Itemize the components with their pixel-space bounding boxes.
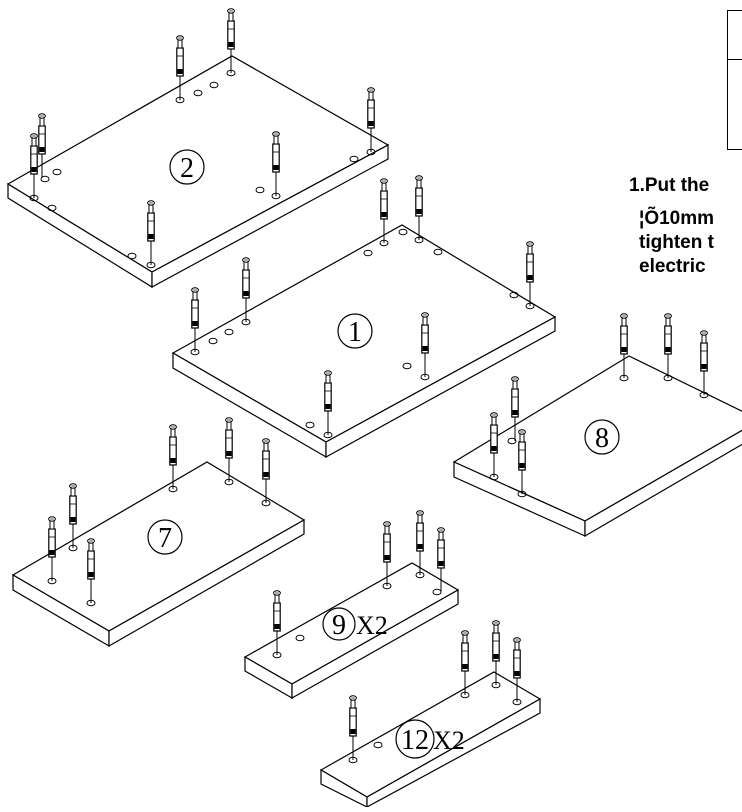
- panel-2-label-circle: [169, 149, 205, 185]
- panel-7-label-circle: [147, 519, 183, 555]
- instruction-line-1: 1.Put the: [629, 175, 710, 196]
- table-divider: [728, 59, 742, 60]
- panel-7: 7: [11, 417, 306, 648]
- panel-1-label: 1: [348, 317, 362, 348]
- instruction-line-4: electric: [639, 256, 706, 277]
- panel-7-label: 7: [158, 523, 172, 554]
- panel-12-label: 12: [401, 725, 429, 756]
- instruction-table-box: [727, 10, 742, 150]
- dowel-icon: [525, 241, 535, 307]
- dowel-icon: [461, 630, 469, 696]
- panel-12: 12 X2: [319, 620, 542, 809]
- instruction-line-3: tighten t: [639, 232, 714, 253]
- dowel-icon: [415, 175, 423, 241]
- panel-1-label-circle: [337, 313, 373, 349]
- panel-9-label: 9: [332, 610, 346, 641]
- panel-2: 2: [6, 8, 390, 289]
- panel-12-label-circle: [395, 719, 435, 759]
- panel-9: 9 X2: [243, 510, 460, 700]
- dowel-icon: [663, 313, 673, 379]
- instruction-line-2: ¦Õ10mm: [639, 208, 715, 229]
- panel-1: 1: [171, 175, 557, 459]
- panel-9-quantity: X2: [356, 611, 388, 640]
- panel-12-quantity: X2: [433, 726, 465, 755]
- panel-2-label: 2: [180, 153, 194, 184]
- dowel-icon: [225, 417, 233, 483]
- panel-9-label-circle: [322, 607, 356, 641]
- panel-8-label-circle: [584, 419, 620, 455]
- dowel-icon: [416, 510, 424, 576]
- dowel-icon: [169, 424, 177, 490]
- panel-8-label: 8: [595, 423, 609, 454]
- dowel-icon: [699, 330, 709, 396]
- panel-8: 8: [452, 313, 742, 538]
- dowel-icon: [262, 438, 270, 504]
